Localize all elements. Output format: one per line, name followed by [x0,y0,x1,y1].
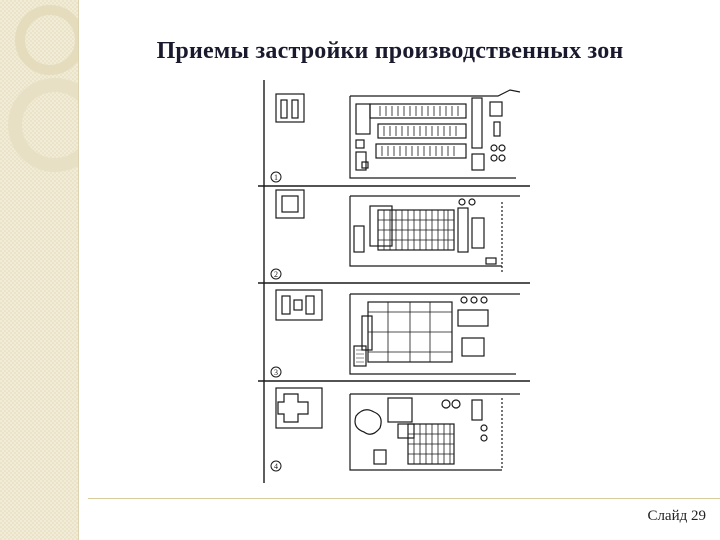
panel-number: 2 [274,270,278,279]
decorative-circles [8,5,78,172]
panel-number: 1 [274,173,278,182]
panel-number-badge [270,171,282,183]
decorative-side-band [0,0,79,540]
panel-number-badge [270,460,282,472]
slide-title: Приемы застройки производственных зон [156,38,624,64]
slide-number: Слайд 29 [647,508,706,524]
panel-1-thumbnail [275,93,305,123]
panel-4: 4 [270,387,520,472]
footer-divider [88,498,720,499]
panel-3-plan [349,293,520,375]
panel-4-plan [349,393,520,471]
panel-1: 1 [270,89,521,183]
panel-2-thumbnail [275,189,305,219]
panel-4-thumbnail [275,387,323,429]
panel-2-plan [349,195,520,274]
panel-3: 3 [270,289,520,378]
site-plan-drawings: 1 2 [258,80,530,483]
panel-number-badge [270,366,282,378]
panel-number: 3 [274,368,278,377]
panel-number: 4 [274,462,278,471]
panel-2: 2 [270,189,520,280]
panel-1-plan [349,89,521,179]
panel-3-thumbnail [275,289,323,321]
panel-number-badge [270,268,282,280]
